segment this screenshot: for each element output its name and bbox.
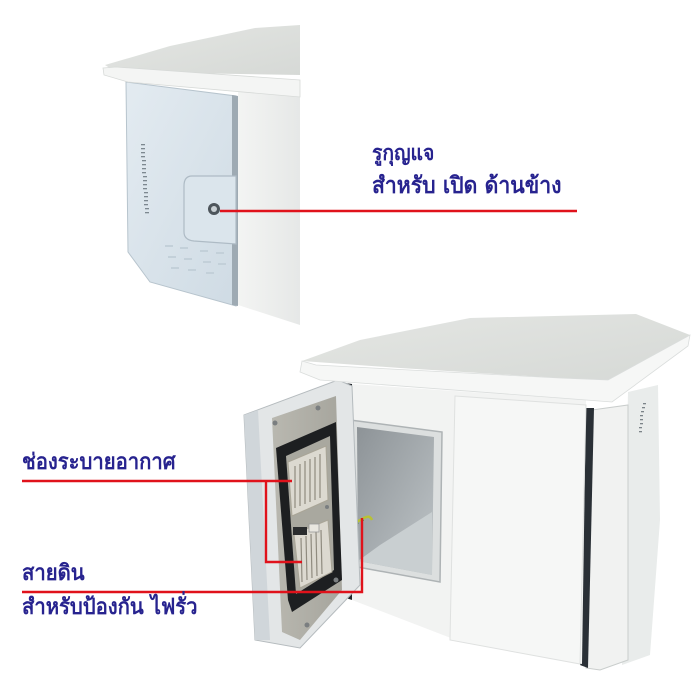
top-cabinet-roof-top <box>105 25 300 75</box>
bottom-cabinet-roof-top <box>302 314 690 380</box>
door-vent-slots <box>141 144 149 214</box>
bottom-cabinet <box>243 314 691 671</box>
bottom-cabinet-right-side <box>622 385 660 665</box>
keyhole-icon <box>208 203 220 215</box>
interior-floor <box>358 512 432 575</box>
open-door-edge <box>244 410 270 640</box>
top-cabinet-roof-front <box>102 66 301 98</box>
fan-connector <box>293 523 320 535</box>
bottom-cabinet-roof-front <box>299 334 691 403</box>
ground-callout-line <box>22 518 364 594</box>
keyhole-label-desc: สำหรับ เปิด ด้านข้าง <box>372 173 562 199</box>
top-cabinet-side-panel <box>238 86 300 325</box>
ventilation-label: ช่องระบายอากาศ <box>22 450 176 475</box>
vent-filter-upper <box>287 445 329 517</box>
vent-callout-line-connector <box>264 481 302 564</box>
ground-wire-label-title: สายดิน <box>22 561 85 586</box>
bottom-cabinet-front-panel <box>449 395 587 665</box>
vent-filter-lower <box>293 519 333 589</box>
bottom-cabinet-side-door-gap <box>580 408 594 668</box>
ground-wire-label-desc: สำหรับป้องกัน ไฟรั่ว <box>22 595 198 620</box>
door-screws <box>272 405 339 628</box>
door-lower-vents <box>165 245 226 274</box>
top-cabinet <box>102 25 301 325</box>
keyhole-label-title: รูกุญแจ <box>372 141 435 165</box>
top-cabinet-side-door <box>125 81 237 307</box>
callout-lines <box>22 209 577 594</box>
